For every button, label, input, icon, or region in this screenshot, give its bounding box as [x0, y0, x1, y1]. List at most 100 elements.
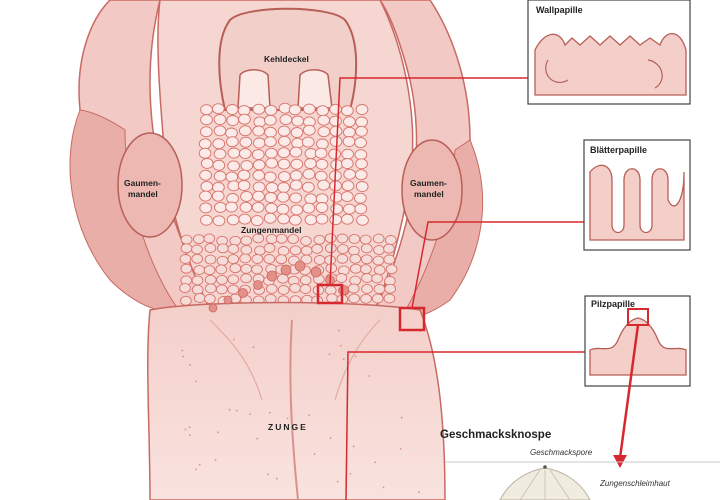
lingual-tonsil-cluster [179, 102, 398, 306]
tonsil-nodule [264, 136, 277, 148]
tonsil-nodule [279, 114, 293, 126]
tonsil-nodule [199, 169, 212, 181]
tonsil-nodule [349, 263, 362, 274]
label-blaetterpapille: Blätterpapille [590, 145, 647, 155]
tonsil-nodule [278, 171, 291, 183]
tonsil-nodule [264, 126, 277, 138]
tonsil-nodule [213, 125, 227, 137]
tonsil-nodule [348, 233, 361, 244]
epiglottis-inner [237, 69, 333, 109]
tonsil-nodule [383, 293, 396, 304]
label-zungenschleimhaut: Zungenschleimhaut [599, 479, 671, 488]
tonsil-nodule [314, 147, 328, 159]
label-zungenmandel: Zungenmandel [241, 225, 301, 235]
tonsil-nodule [360, 254, 373, 265]
tonsil-nodule [252, 103, 266, 115]
connector-wallpapille [329, 77, 528, 286]
papilla-dot [275, 477, 278, 480]
tonsil-nodule [277, 182, 291, 193]
papilla-dot [374, 461, 376, 464]
tastebud-title: Geschmacksknospe [440, 429, 551, 441]
papilla-dot [228, 408, 231, 411]
tonsil-nodule [278, 135, 291, 147]
tonsil-nodule [287, 234, 300, 245]
tonsil-nodule [275, 254, 288, 265]
papilla-dot [256, 437, 259, 440]
tonsil-nodule [263, 212, 277, 224]
tonsil-nodule [200, 214, 213, 226]
tonsil-nodule [316, 105, 329, 117]
tonsil-nodule [373, 284, 386, 294]
tonsil-nodule [336, 253, 349, 264]
tonsil-nodule [302, 181, 315, 193]
tonsil-nodule [355, 158, 368, 170]
vallate-papilla-row [208, 260, 349, 313]
tonsil-nodule [226, 136, 239, 148]
tonsil-nodule [384, 235, 397, 245]
tonsil-nodule [300, 254, 313, 265]
tonsil-nodule [211, 103, 225, 115]
tonsil-nodule [265, 182, 279, 194]
tonsil-nodule [198, 138, 212, 150]
papilla-dot [188, 426, 191, 429]
tonsil-nodule [226, 214, 240, 226]
tonsil-nodule [193, 265, 206, 276]
tonsil-nodule [240, 235, 253, 246]
tonsil-nodule [227, 254, 240, 265]
tonsil-nodule [227, 160, 240, 172]
tonsil-nodule [383, 243, 395, 254]
tonsil-nodule [227, 284, 240, 295]
tonsil-nodule [324, 285, 337, 296]
tonsil-nodule [254, 245, 266, 256]
tonsil-nodule [213, 114, 227, 125]
tonsil-nodule [354, 137, 367, 149]
tonsil-nodule [304, 214, 318, 226]
tonsil-nodule [276, 191, 290, 203]
tongue-papilla-dots [181, 329, 421, 494]
tonsil-nodule [238, 125, 252, 137]
tonsil-nodule [250, 215, 264, 227]
tonsil-nodule [214, 201, 227, 213]
tonsil-nodule [239, 136, 253, 148]
tonsil-nodule [277, 213, 290, 225]
tonsil-nodule [199, 202, 213, 214]
tonsil-nodule [329, 214, 343, 226]
tonsil-nodule [313, 234, 326, 245]
tonsil-nodule [324, 255, 336, 266]
tonsil-nodule [203, 233, 216, 244]
label-kehldeckel: Kehldeckel [264, 54, 309, 64]
tonsil-nodule [211, 190, 225, 202]
tonsil-nodule [354, 149, 368, 161]
tonsil-nodule [191, 284, 204, 295]
tonsil-nodule [263, 254, 276, 264]
tonsil-nodule [356, 214, 369, 226]
tonsil-nodule [314, 170, 328, 182]
papilla-dot [214, 459, 217, 461]
papilla-dot [338, 329, 340, 332]
tonsil-nodule [317, 179, 330, 191]
tongue-median-groove [289, 319, 299, 500]
tonsil-nodule [251, 149, 265, 160]
tonsil-nodule [340, 191, 354, 203]
tonsil-nodule [215, 284, 228, 295]
tonsil-nodule [326, 293, 338, 304]
label-zunge: ZUNGE [268, 422, 308, 432]
tonsil-nodule [301, 136, 315, 148]
tonsil-nodule [304, 193, 318, 205]
tonsil-nodule [204, 274, 217, 285]
tongue-body [147, 301, 446, 500]
tonsil-nodule [238, 213, 252, 225]
papilla-dot [182, 355, 185, 358]
tonsil-nodule [191, 253, 204, 264]
papilla-dot [354, 355, 357, 358]
papilla-dot [252, 346, 255, 349]
tonsil-nodule [290, 158, 304, 170]
tonsil-nodule [217, 243, 229, 254]
tonsil-nodule [347, 283, 360, 294]
tonsil-nodule [225, 171, 239, 183]
papilla-dot [340, 344, 342, 347]
tonsil-nodule [191, 275, 204, 286]
tongue-right-ridge [334, 319, 381, 401]
tonsil-nodule [213, 148, 227, 160]
